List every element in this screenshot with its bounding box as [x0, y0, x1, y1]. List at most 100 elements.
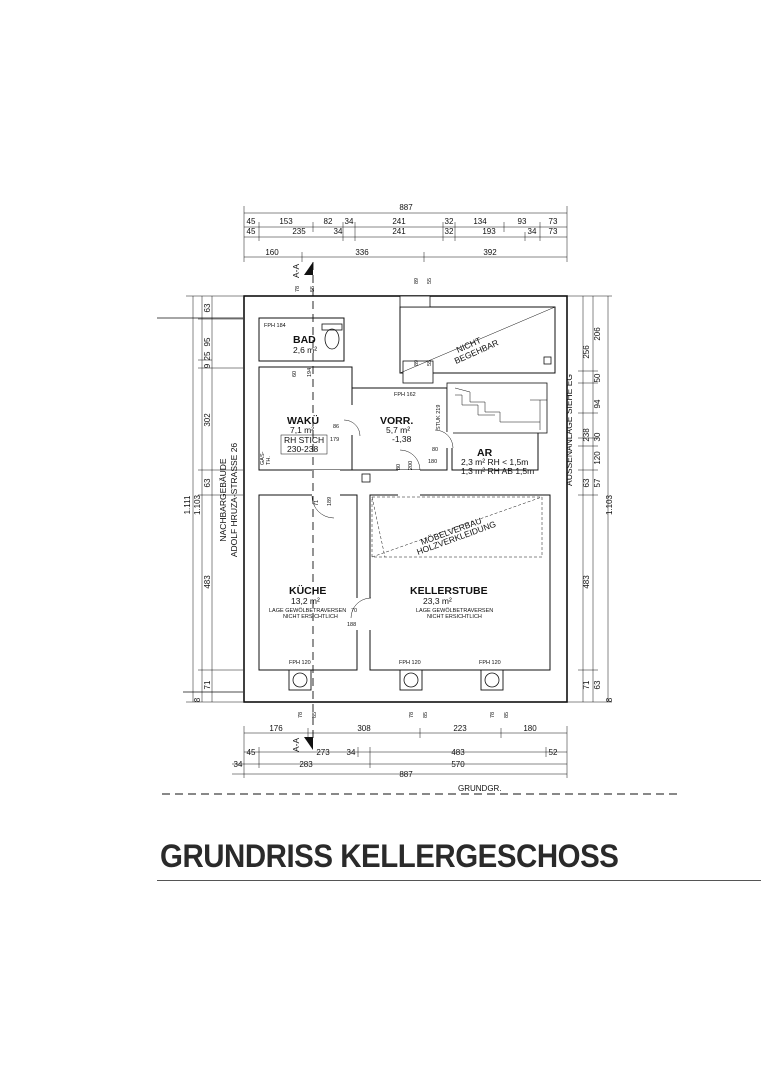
- dim-top-r1-3: 82: [324, 217, 333, 226]
- fph-120-label-1: FPH 120: [289, 660, 311, 666]
- dim-right-483: 483: [582, 575, 591, 589]
- dim-top-r1-5: 241: [392, 217, 406, 226]
- building-walls: [243, 295, 568, 703]
- waku-name: WAKÜ: [287, 414, 319, 427]
- dim-right-256: 256: [582, 345, 591, 359]
- fph-162-label: FPH 162: [394, 392, 416, 398]
- dim-180: 180: [428, 459, 437, 465]
- dim-right-30: 30: [593, 432, 602, 441]
- top-dimension-chains: 887 45 153 82 34 241 32 134 93 73 45 235…: [243, 203, 568, 262]
- dim-left-63a: 63: [203, 303, 212, 312]
- bottom-dimension-chains: 176 308 223 180 45 273 34 483 52 34 283 …: [232, 724, 568, 779]
- neighbour-address-label: ADOLF HRUZA-STRASSE 26: [229, 443, 239, 558]
- dim-top-r1-2: 153: [279, 217, 293, 226]
- dim-60: 60: [292, 371, 298, 377]
- dim-top-r2-6: 193: [482, 227, 496, 236]
- dim-right-57: 57: [593, 478, 602, 487]
- dim-top-r3-2: 336: [355, 248, 369, 257]
- dim-right-50: 50: [593, 373, 602, 382]
- dim-bot-r2-3: 34: [347, 748, 356, 757]
- property-boundary: GRUNDGR.: [162, 784, 680, 795]
- vorr-area: 5,7 m²: [386, 425, 410, 435]
- room-ar: [451, 431, 539, 471]
- dim-top-r3-1: 160: [265, 248, 279, 257]
- ar-line2: 1,3 m² RH AB 1,5m: [461, 466, 534, 476]
- dim-top-r2-3: 34: [334, 227, 343, 236]
- dim-top-r3-3: 392: [483, 248, 497, 257]
- dim-188: 188: [347, 622, 356, 628]
- dim-b78-a: 78: [298, 712, 304, 718]
- dim-top-r2-7: 34: [528, 227, 537, 236]
- internal-dimensions: 89 55 89 55 60 194 86 179 80 200 80 180 …: [292, 278, 510, 718]
- dim-right-63b: 63: [593, 680, 602, 689]
- dim-71: 71: [314, 500, 320, 506]
- kellerstube-note2: NICHT ERSICHTLICH: [427, 614, 482, 620]
- outside-area-note: AUSSENANLAGE SIEHE EG: [564, 374, 574, 486]
- dim-top-r1-9: 73: [549, 217, 558, 226]
- kellerstube-area: 23,3 m²: [423, 596, 452, 606]
- dim-right-120: 120: [593, 451, 602, 465]
- dim-bot-r1-3: 223: [453, 724, 467, 733]
- dim-top-total: 887: [399, 203, 413, 212]
- dim-left-25: 25: [203, 351, 212, 360]
- dim-right-206: 206: [593, 327, 602, 341]
- section-top-label: A-A: [291, 264, 301, 279]
- dim-top-r1-1: 45: [247, 217, 256, 226]
- dim-top-r2-2: 235: [292, 227, 306, 236]
- furniture-cladding-zone: [371, 496, 543, 558]
- dim-top-r1-8: 93: [518, 217, 527, 226]
- kueche-note1: LAGE GEWÖLBETRAVERSEN: [269, 607, 346, 614]
- dim-right-63a: 63: [582, 478, 591, 487]
- ar-name: AR: [477, 447, 493, 459]
- room-kueche: [258, 494, 358, 671]
- vorr-level: -1,38: [392, 434, 412, 444]
- title-underline: [157, 880, 761, 881]
- dim-55-b: 55: [427, 360, 433, 366]
- waku-stich-label: RH STICH: [284, 435, 324, 445]
- dim-78-top: 78: [295, 286, 301, 292]
- dim-left-outer: 1.111: [183, 495, 192, 514]
- dim-bot-r3-2: 283: [299, 760, 313, 769]
- dim-left-71: 71: [203, 680, 212, 689]
- dim-right-8: 8: [605, 697, 614, 702]
- dim-189: 189: [327, 497, 333, 506]
- dim-top-r2-5: 32: [445, 227, 454, 236]
- dim-left-483: 483: [203, 575, 212, 589]
- dim-bot-r1-4: 180: [523, 724, 537, 733]
- stair-area: [446, 382, 548, 434]
- section-marker-bottom: A-A: [291, 737, 313, 752]
- dim-left-302: 302: [203, 413, 212, 427]
- floor-plan-drawing: 887 45 153 82 34 241 32 134 93 73 45 235…: [157, 203, 680, 795]
- kellerstube-note1: LAGE GEWÖLBETRAVERSEN: [416, 607, 493, 614]
- room-bad: [258, 317, 345, 362]
- dim-bot-r1-2: 308: [357, 724, 371, 733]
- dim-194: 194: [307, 368, 313, 377]
- dim-b85-c: 85: [504, 712, 510, 718]
- ar-line1: 2,3 m² RH < 1,5m: [461, 457, 528, 467]
- dim-bot-r3-3: 570: [451, 760, 465, 769]
- room-waku: [258, 366, 353, 471]
- dim-89-b: 89: [414, 360, 420, 366]
- door-swings: [311, 419, 454, 619]
- dim-top-r2-8: 73: [549, 227, 558, 236]
- grundgr-label: GRUNDGR.: [458, 784, 502, 793]
- wall-openings-bottom: [288, 669, 504, 691]
- dim-b78-b: 78: [409, 712, 415, 718]
- dim-right-outer: 1.103: [605, 494, 614, 515]
- dim-left-63b: 63: [203, 478, 212, 487]
- gas-label: GAS-: [260, 451, 266, 465]
- bad-area: 2,6 m²: [293, 345, 317, 355]
- dim-200: 200: [408, 461, 414, 470]
- dim-left-9: 9: [203, 363, 212, 368]
- kellerstube-name: KELLERSTUBE: [410, 585, 488, 597]
- stuk-label: STUK 219: [436, 405, 442, 430]
- dim-179: 179: [330, 437, 339, 443]
- dim-left-8: 8: [193, 697, 202, 702]
- not-accessible-diagonal: [399, 306, 556, 374]
- right-dimension-chains: 256 238 63 483 71 8 206 50 94 30 120 57 …: [564, 295, 614, 703]
- left-dimension-chains: 1.111 1.103 63 302 63 483 71 8 95 25 9 N…: [157, 295, 243, 703]
- dim-right-71: 71: [582, 680, 591, 689]
- dim-bot-r1-1: 176: [269, 724, 283, 733]
- kueche-name: KÜCHE: [289, 584, 326, 597]
- neighbour-building-label: NACHBARGEBÄUDE: [218, 458, 228, 541]
